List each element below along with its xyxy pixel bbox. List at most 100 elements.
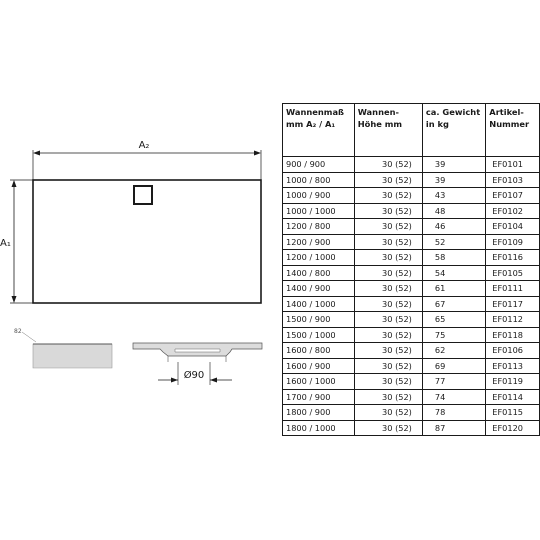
cell-weight: 62 bbox=[421, 342, 487, 359]
cell-tray-size: 1800 / 900 bbox=[282, 404, 355, 421]
cell-weight: 78 bbox=[421, 404, 487, 421]
cell-tray-height: 30 (52) bbox=[353, 295, 423, 312]
cell-tray-height: 30 (52) bbox=[353, 311, 423, 328]
specification-table: Wannenmaß mm A₂ / A₁ Wannen-Höhe mm ca. … bbox=[282, 103, 540, 436]
cell-article-number: EF0106 bbox=[485, 342, 540, 359]
header-weight: ca. Gewicht in kg bbox=[421, 103, 487, 157]
width-dimension-label: A₂ bbox=[139, 140, 150, 151]
cell-article-number: EF0103 bbox=[485, 171, 540, 188]
edge-section-body bbox=[32, 343, 113, 369]
plan-view: A₂ A₁ bbox=[0, 140, 262, 304]
cell-article-number: EF0114 bbox=[485, 388, 540, 405]
width-arrow-right bbox=[254, 150, 261, 156]
cell-tray-height: 30 (52) bbox=[353, 187, 423, 204]
cell-weight: 46 bbox=[421, 218, 487, 235]
cell-tray-size: 1000 / 800 bbox=[282, 171, 355, 188]
cell-tray-size: 1200 / 900 bbox=[282, 233, 355, 250]
height-arrow-bottom bbox=[11, 296, 17, 303]
header-article-number: Artikel-Nummer bbox=[485, 103, 540, 157]
cell-weight: 43 bbox=[421, 187, 487, 204]
cell-weight: 69 bbox=[421, 357, 487, 374]
edge-leader-line bbox=[21, 331, 37, 343]
cell-tray-size: 1400 / 1000 bbox=[282, 295, 355, 312]
header-tray-size: Wannenmaß mm A₂ / A₁ bbox=[282, 103, 355, 157]
cell-tray-height: 30 (52) bbox=[353, 419, 423, 436]
cell-tray-height: 30 (52) bbox=[353, 156, 423, 173]
cell-weight: 54 bbox=[421, 264, 487, 281]
cell-tray-height: 30 (52) bbox=[353, 171, 423, 188]
drain-outlet bbox=[167, 356, 227, 362]
cell-article-number: EF0117 bbox=[485, 295, 540, 312]
cell-weight: 87 bbox=[421, 419, 487, 436]
cell-article-number: EF0115 bbox=[485, 404, 540, 421]
cell-article-number: EF0119 bbox=[485, 373, 540, 390]
cell-tray-height: 30 (52) bbox=[353, 202, 423, 219]
cell-weight: 75 bbox=[421, 326, 487, 343]
cell-tray-height: 30 (52) bbox=[353, 326, 423, 343]
cell-tray-size: 1500 / 900 bbox=[282, 311, 355, 328]
cell-tray-height: 30 (52) bbox=[353, 280, 423, 297]
cell-article-number: EF0113 bbox=[485, 357, 540, 374]
cell-weight: 74 bbox=[421, 388, 487, 405]
height-dimension-label: A₁ bbox=[0, 238, 11, 249]
cell-weight: 77 bbox=[421, 373, 487, 390]
cell-tray-size: 1600 / 800 bbox=[282, 342, 355, 359]
cell-tray-size: 1800 / 1000 bbox=[282, 419, 355, 436]
cell-weight: 39 bbox=[421, 156, 487, 173]
drain-square bbox=[133, 185, 153, 205]
drain-arrow-left bbox=[171, 377, 178, 383]
cell-article-number: EF0116 bbox=[485, 249, 540, 266]
drain-section: Ø90 bbox=[132, 342, 263, 385]
cell-tray-size: 1400 / 900 bbox=[282, 280, 355, 297]
cell-article-number: EF0111 bbox=[485, 280, 540, 297]
cell-tray-height: 30 (52) bbox=[353, 264, 423, 281]
cell-tray-height: 30 (52) bbox=[353, 342, 423, 359]
cell-article-number: EF0112 bbox=[485, 311, 540, 328]
table-header-row: Wannenmaß mm A₂ / A₁ Wannen-Höhe mm ca. … bbox=[282, 103, 540, 157]
cell-tray-height: 30 (52) bbox=[353, 388, 423, 405]
cell-tray-size: 1600 / 900 bbox=[282, 357, 355, 374]
cell-weight: 67 bbox=[421, 295, 487, 312]
cell-weight: 58 bbox=[421, 249, 487, 266]
cell-tray-size: 1200 / 800 bbox=[282, 218, 355, 235]
technical-drawing: A₂ A₁ 82 Ø90 bbox=[0, 140, 263, 385]
cell-tray-height: 30 (52) bbox=[353, 373, 423, 390]
height-arrow-top bbox=[11, 180, 17, 187]
cell-tray-size: 1000 / 1000 bbox=[282, 202, 355, 219]
cell-tray-height: 30 (52) bbox=[353, 233, 423, 250]
cell-weight: 48 bbox=[421, 202, 487, 219]
cell-tray-size: 1600 / 1000 bbox=[282, 373, 355, 390]
cell-weight: 65 bbox=[421, 311, 487, 328]
width-arrow-left bbox=[33, 150, 40, 156]
header-tray-height: Wannen-Höhe mm bbox=[353, 103, 423, 157]
cell-tray-size: 900 / 900 bbox=[282, 156, 355, 173]
drain-diameter-label: Ø90 bbox=[184, 369, 205, 381]
cell-tray-size: 1000 / 900 bbox=[282, 187, 355, 204]
drain-arrow-right bbox=[210, 377, 217, 383]
cell-tray-size: 1200 / 1000 bbox=[282, 249, 355, 266]
cell-article-number: EF0104 bbox=[485, 218, 540, 235]
drain-grate bbox=[174, 348, 221, 353]
cell-tray-size: 1400 / 800 bbox=[282, 264, 355, 281]
edge-detail-label: 82 bbox=[14, 328, 22, 335]
cell-weight: 39 bbox=[421, 171, 487, 188]
cell-article-number: EF0102 bbox=[485, 202, 540, 219]
cell-article-number: EF0118 bbox=[485, 326, 540, 343]
